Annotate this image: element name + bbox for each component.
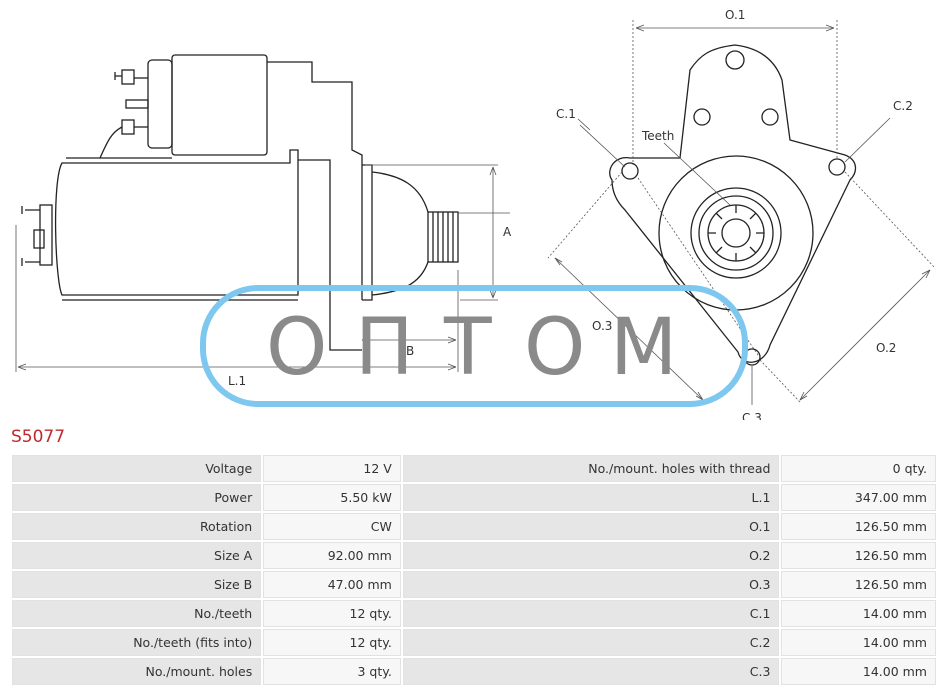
spec-label: No./mount. holes: [12, 658, 262, 685]
watermark-letter: Т: [443, 303, 492, 393]
dim-label-c1: C.1: [556, 107, 576, 121]
dim-label-l1: L.1: [228, 374, 246, 388]
spec-label: Size A: [12, 542, 262, 569]
specification-table: Voltage 12 V No./mount. holes with threa…: [10, 453, 938, 687]
spec-value: 92.00 mm: [263, 542, 401, 569]
table-row: No./teeth 12 qty. C.1 14.00 mm: [12, 600, 936, 627]
starter-side-view: [21, 54, 459, 351]
spec-value: 47.00 mm: [263, 571, 401, 598]
table-row: No./mount. holes 3 qty. C.3 14.00 mm: [12, 658, 936, 685]
dim-label-c2: C.2: [893, 99, 913, 113]
watermark-letter: О: [524, 303, 585, 393]
spec-label: Voltage: [12, 455, 262, 482]
watermark-letter: П: [355, 303, 414, 393]
spec-value: 14.00 mm: [781, 600, 936, 627]
table-row: Rotation CW O.1 126.50 mm: [12, 513, 936, 540]
dim-label-o3: O.3: [592, 319, 612, 333]
spec-value: CW: [263, 513, 401, 540]
dim-label-teeth: Teeth: [641, 129, 674, 143]
spec-label: C.1: [402, 600, 780, 627]
product-code: S5077: [11, 427, 66, 447]
spec-label: C.2: [402, 629, 780, 656]
spec-value: 3 qty.: [263, 658, 401, 685]
spec-value: 126.50 mm: [781, 571, 936, 598]
spec-label: No./teeth: [12, 600, 262, 627]
watermark-letter: О: [266, 303, 327, 393]
spec-label: O.1: [402, 513, 780, 540]
spec-label: Rotation: [12, 513, 262, 540]
starter-technical-drawing: A B L.1 O.1 O.2 O.3 C.1 C.2 C.3 T: [15, 8, 936, 420]
spec-value: 12 qty.: [263, 629, 401, 656]
table-row: Size A 92.00 mm O.2 126.50 mm: [12, 542, 936, 569]
spec-value: 126.50 mm: [781, 513, 936, 540]
dim-label-c3: C.3: [742, 411, 762, 420]
front-view-dimensions: [547, 20, 936, 405]
dim-label-b: B: [406, 344, 414, 358]
side-view-dimensions: [15, 164, 510, 372]
spec-label: Size B: [12, 571, 262, 598]
spec-value: 5.50 kW: [263, 484, 401, 511]
spec-label: No./mount. holes with thread: [402, 455, 780, 482]
spec-value: 14.00 mm: [781, 629, 936, 656]
table-row: Voltage 12 V No./mount. holes with threa…: [12, 455, 936, 482]
watermark-letter: М: [610, 303, 677, 393]
table-row: Size B 47.00 mm O.3 126.50 mm: [12, 571, 936, 598]
spec-value: 14.00 mm: [781, 658, 936, 685]
spec-value: 347.00 mm: [781, 484, 936, 511]
spec-label: Power: [12, 484, 262, 511]
spec-label: L.1: [402, 484, 780, 511]
dim-label-o1: O.1: [725, 8, 745, 22]
watermark: О П Т О М: [200, 285, 748, 407]
table-row: No./teeth (fits into) 12 qty. C.2 14.00 …: [12, 629, 936, 656]
spec-label: O.2: [402, 542, 780, 569]
spec-value: 12 qty.: [263, 600, 401, 627]
spec-label: No./teeth (fits into): [12, 629, 262, 656]
dim-label-a: A: [503, 225, 512, 239]
dim-label-o2: O.2: [876, 341, 896, 355]
spec-label: C.3: [402, 658, 780, 685]
table-row: Power 5.50 kW L.1 347.00 mm: [12, 484, 936, 511]
spec-value: 126.50 mm: [781, 542, 936, 569]
spec-value: 0 qty.: [781, 455, 936, 482]
spec-value: 12 V: [263, 455, 401, 482]
spec-label: O.3: [402, 571, 780, 598]
